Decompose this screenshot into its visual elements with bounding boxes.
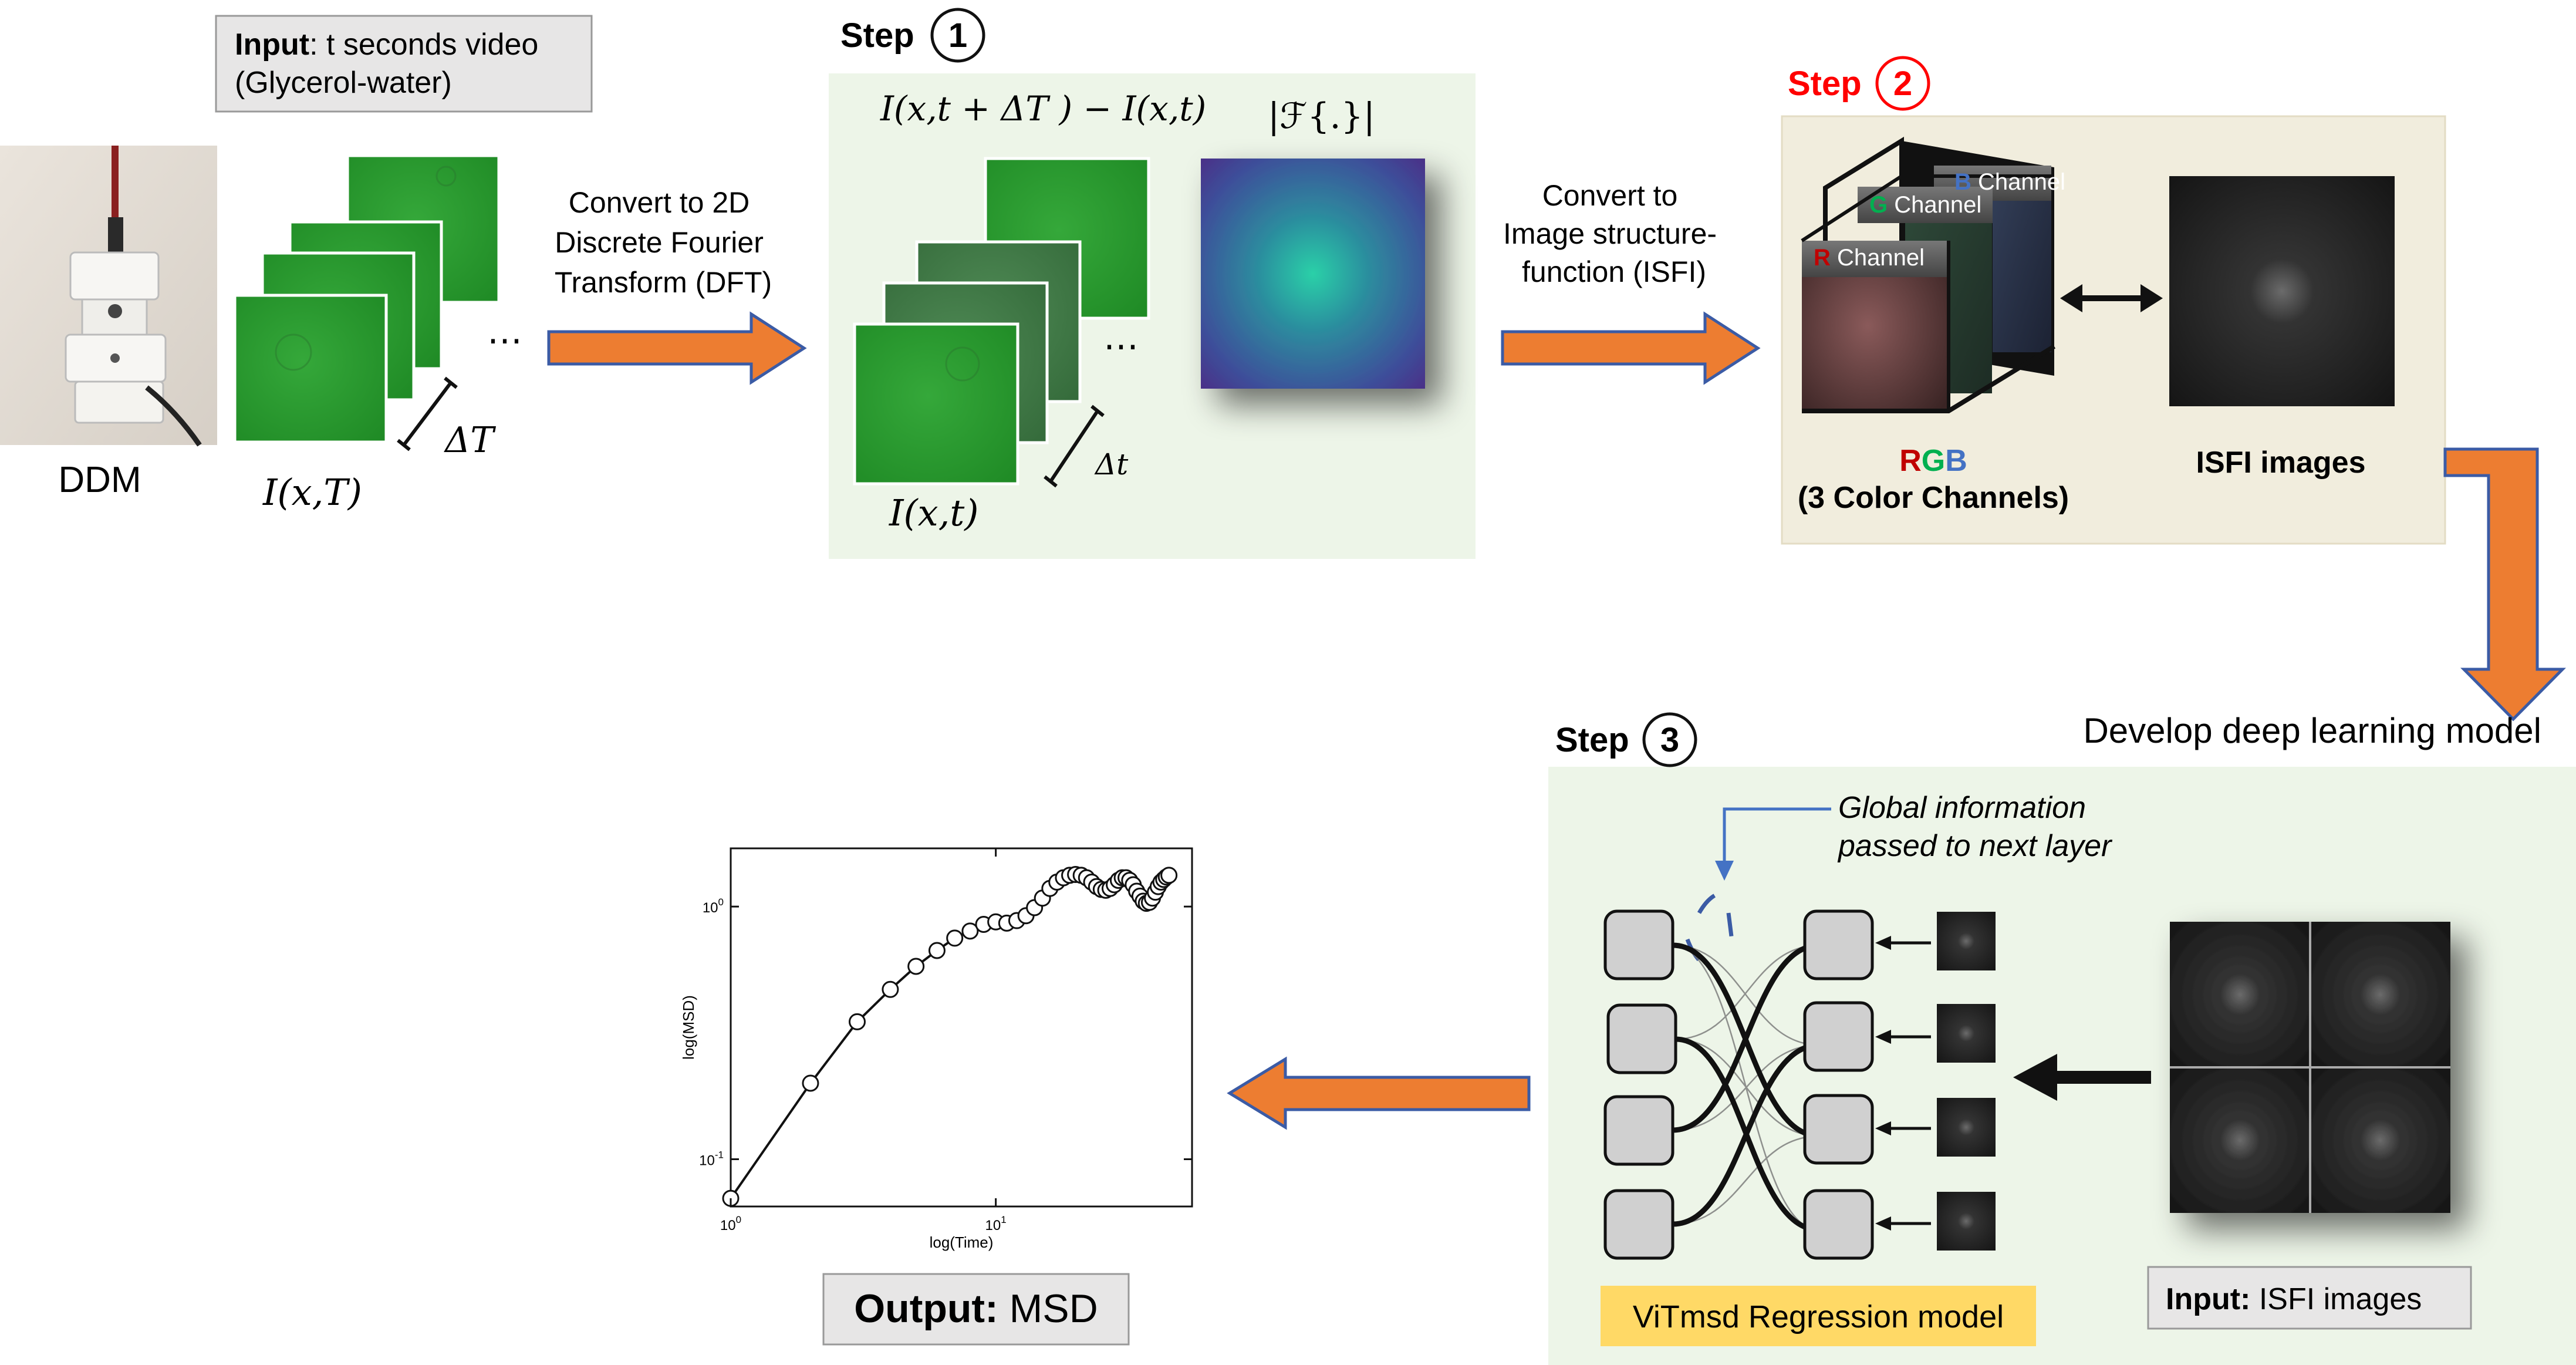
chart-plot-area: [730, 847, 1193, 1208]
b-channel-label: B Channel: [1954, 169, 2065, 195]
ddm-device-photo: [0, 146, 217, 447]
input-video-box: [215, 15, 593, 113]
r-channel-text: Channel: [1831, 245, 1925, 271]
video-frame-stack: [233, 154, 501, 444]
annotation-arrowhead: [1715, 861, 1734, 881]
step2-number-circle: [1875, 56, 1930, 111]
annotation-line1: Global information: [1838, 791, 2086, 825]
g-channel-text: Channel: [1888, 192, 1981, 218]
input-isfi-grid: [2170, 922, 2450, 1213]
step3-number: 3: [1660, 721, 1679, 759]
msd-data-point: [848, 1013, 866, 1030]
delta-t-label: Δt: [1094, 447, 1129, 481]
msd-data-point: [882, 980, 899, 998]
input-isfi-bold: Input:: [2166, 1282, 2250, 1316]
y-tick-label: 100: [703, 896, 724, 916]
input-video-line2: (Glycerol-water): [235, 66, 452, 100]
msd-data-point: [802, 1074, 819, 1092]
difference-frame-stack: [853, 157, 1150, 486]
arrow2-label: Convert to Image structure- function (IS…: [1503, 179, 1725, 288]
delta-T-bracket: [397, 376, 458, 451]
r-channel-key: R: [1814, 245, 1831, 271]
y-tick-label: 10-1: [699, 1149, 724, 1168]
step1-i-xt: I(x,t): [889, 491, 978, 534]
delta-t-bracket: [1044, 405, 1105, 488]
rgb-label: RGB: [1899, 444, 1967, 478]
fourier-transform-image: [1201, 159, 1425, 389]
arrow-dft: [547, 311, 807, 385]
msd-data-point: [1160, 867, 1178, 884]
model-label: ViTmsd Regression model: [1633, 1299, 2004, 1334]
arrow1-label-line3: Transform (DFT): [555, 266, 772, 299]
chart-xlabel: log(Time): [930, 1233, 994, 1251]
input-video-rest: : t seconds video: [309, 28, 538, 62]
output-text: Output: MSD: [854, 1286, 1098, 1331]
arrow2-label-line1: Convert to: [1542, 179, 1678, 212]
msd-chart: 100 101 10-1 100 log(Time) log(MSD): [680, 847, 1193, 1251]
g-channel-key: G: [1869, 192, 1888, 218]
rgb-b: B: [1945, 444, 1967, 478]
output-rest: MSD: [998, 1286, 1098, 1331]
arrow2-label-line3: function (ISFI): [1522, 255, 1706, 288]
arrow-to-step3: [2443, 447, 2566, 722]
step3-title: Step: [1555, 721, 1629, 759]
rgb-channel-cube: [1801, 136, 2056, 413]
ddm-label: DDM: [58, 460, 141, 500]
input-arrow-head: [2013, 1054, 2057, 1101]
delta-T-label: ΔT: [444, 420, 496, 461]
arrow1-label-line1: Convert to 2D: [569, 186, 749, 219]
step1-number: 1: [948, 16, 967, 55]
step1-ellipsis: ⋯: [1103, 326, 1139, 367]
g-channel-label: G Channel: [1869, 192, 1981, 218]
arrow-isfi: [1501, 311, 1761, 385]
arrow2-label-line2: Image structure-: [1503, 217, 1717, 250]
input-video-bold: Input: [235, 28, 309, 62]
isfi-image: [2169, 176, 2395, 406]
output-box: [822, 1273, 1130, 1346]
input-video-text: Input: t seconds video: [235, 28, 538, 62]
arrow-to-output: [1227, 1056, 1531, 1130]
x-tick-label: 100: [720, 1214, 741, 1233]
model-label-box: [1601, 1286, 2036, 1346]
output-bold: Output:: [854, 1286, 998, 1331]
step2-number: 2: [1893, 65, 1912, 103]
double-arrow: [2060, 284, 2163, 312]
rgb-caption: (3 Color Channels): [1798, 481, 2069, 515]
global-info-annotation: Global information passed to next layer: [1837, 791, 2113, 863]
rgb-g: G: [1922, 444, 1945, 478]
msd-data-point: [907, 958, 925, 975]
frames-ellipsis: ⋯: [487, 320, 522, 361]
annotation-leader: [1723, 807, 1831, 863]
annotation-line2: passed to next layer: [1837, 829, 2113, 863]
step1-title: Step: [840, 16, 914, 55]
develop-model-label: Develop deep learning model: [2083, 711, 2541, 750]
input-isfi-rest: ISFI images: [2250, 1282, 2422, 1316]
arrow1-label-line2: Discrete Fourier: [555, 226, 764, 259]
msd-data-point: [946, 929, 964, 947]
step1-fourier-label: |ℱ{.}|: [1268, 96, 1375, 137]
chart-ylabel: log(MSD): [680, 995, 697, 1060]
rgb-r: R: [1899, 444, 1922, 478]
step1-formula: I(x,t + ΔT ) − I(x,t): [880, 89, 1206, 129]
isfi-images-label: ISFI images: [2196, 446, 2366, 480]
step3-number-circle: [1642, 712, 1697, 767]
b-channel-key: B: [1954, 169, 1971, 195]
x-tick-label: 101: [985, 1214, 1007, 1233]
msd-data-point: [961, 922, 979, 940]
r-channel-label: R Channel: [1814, 245, 1925, 271]
b-channel-text: Channel: [1971, 169, 2065, 195]
msd-data-point: [928, 942, 946, 959]
step1-number-circle: [930, 8, 985, 63]
input-isfi-text: Input: ISFI images: [2166, 1282, 2422, 1316]
step2-title: Step: [1788, 65, 1862, 103]
arrow1-label: Convert to 2D Discrete Fourier Transform…: [555, 186, 772, 299]
frames-i-xT: I(x,T): [262, 471, 362, 514]
neural-network: [1603, 909, 1996, 1260]
input-isfi-box: [2147, 1266, 2472, 1330]
